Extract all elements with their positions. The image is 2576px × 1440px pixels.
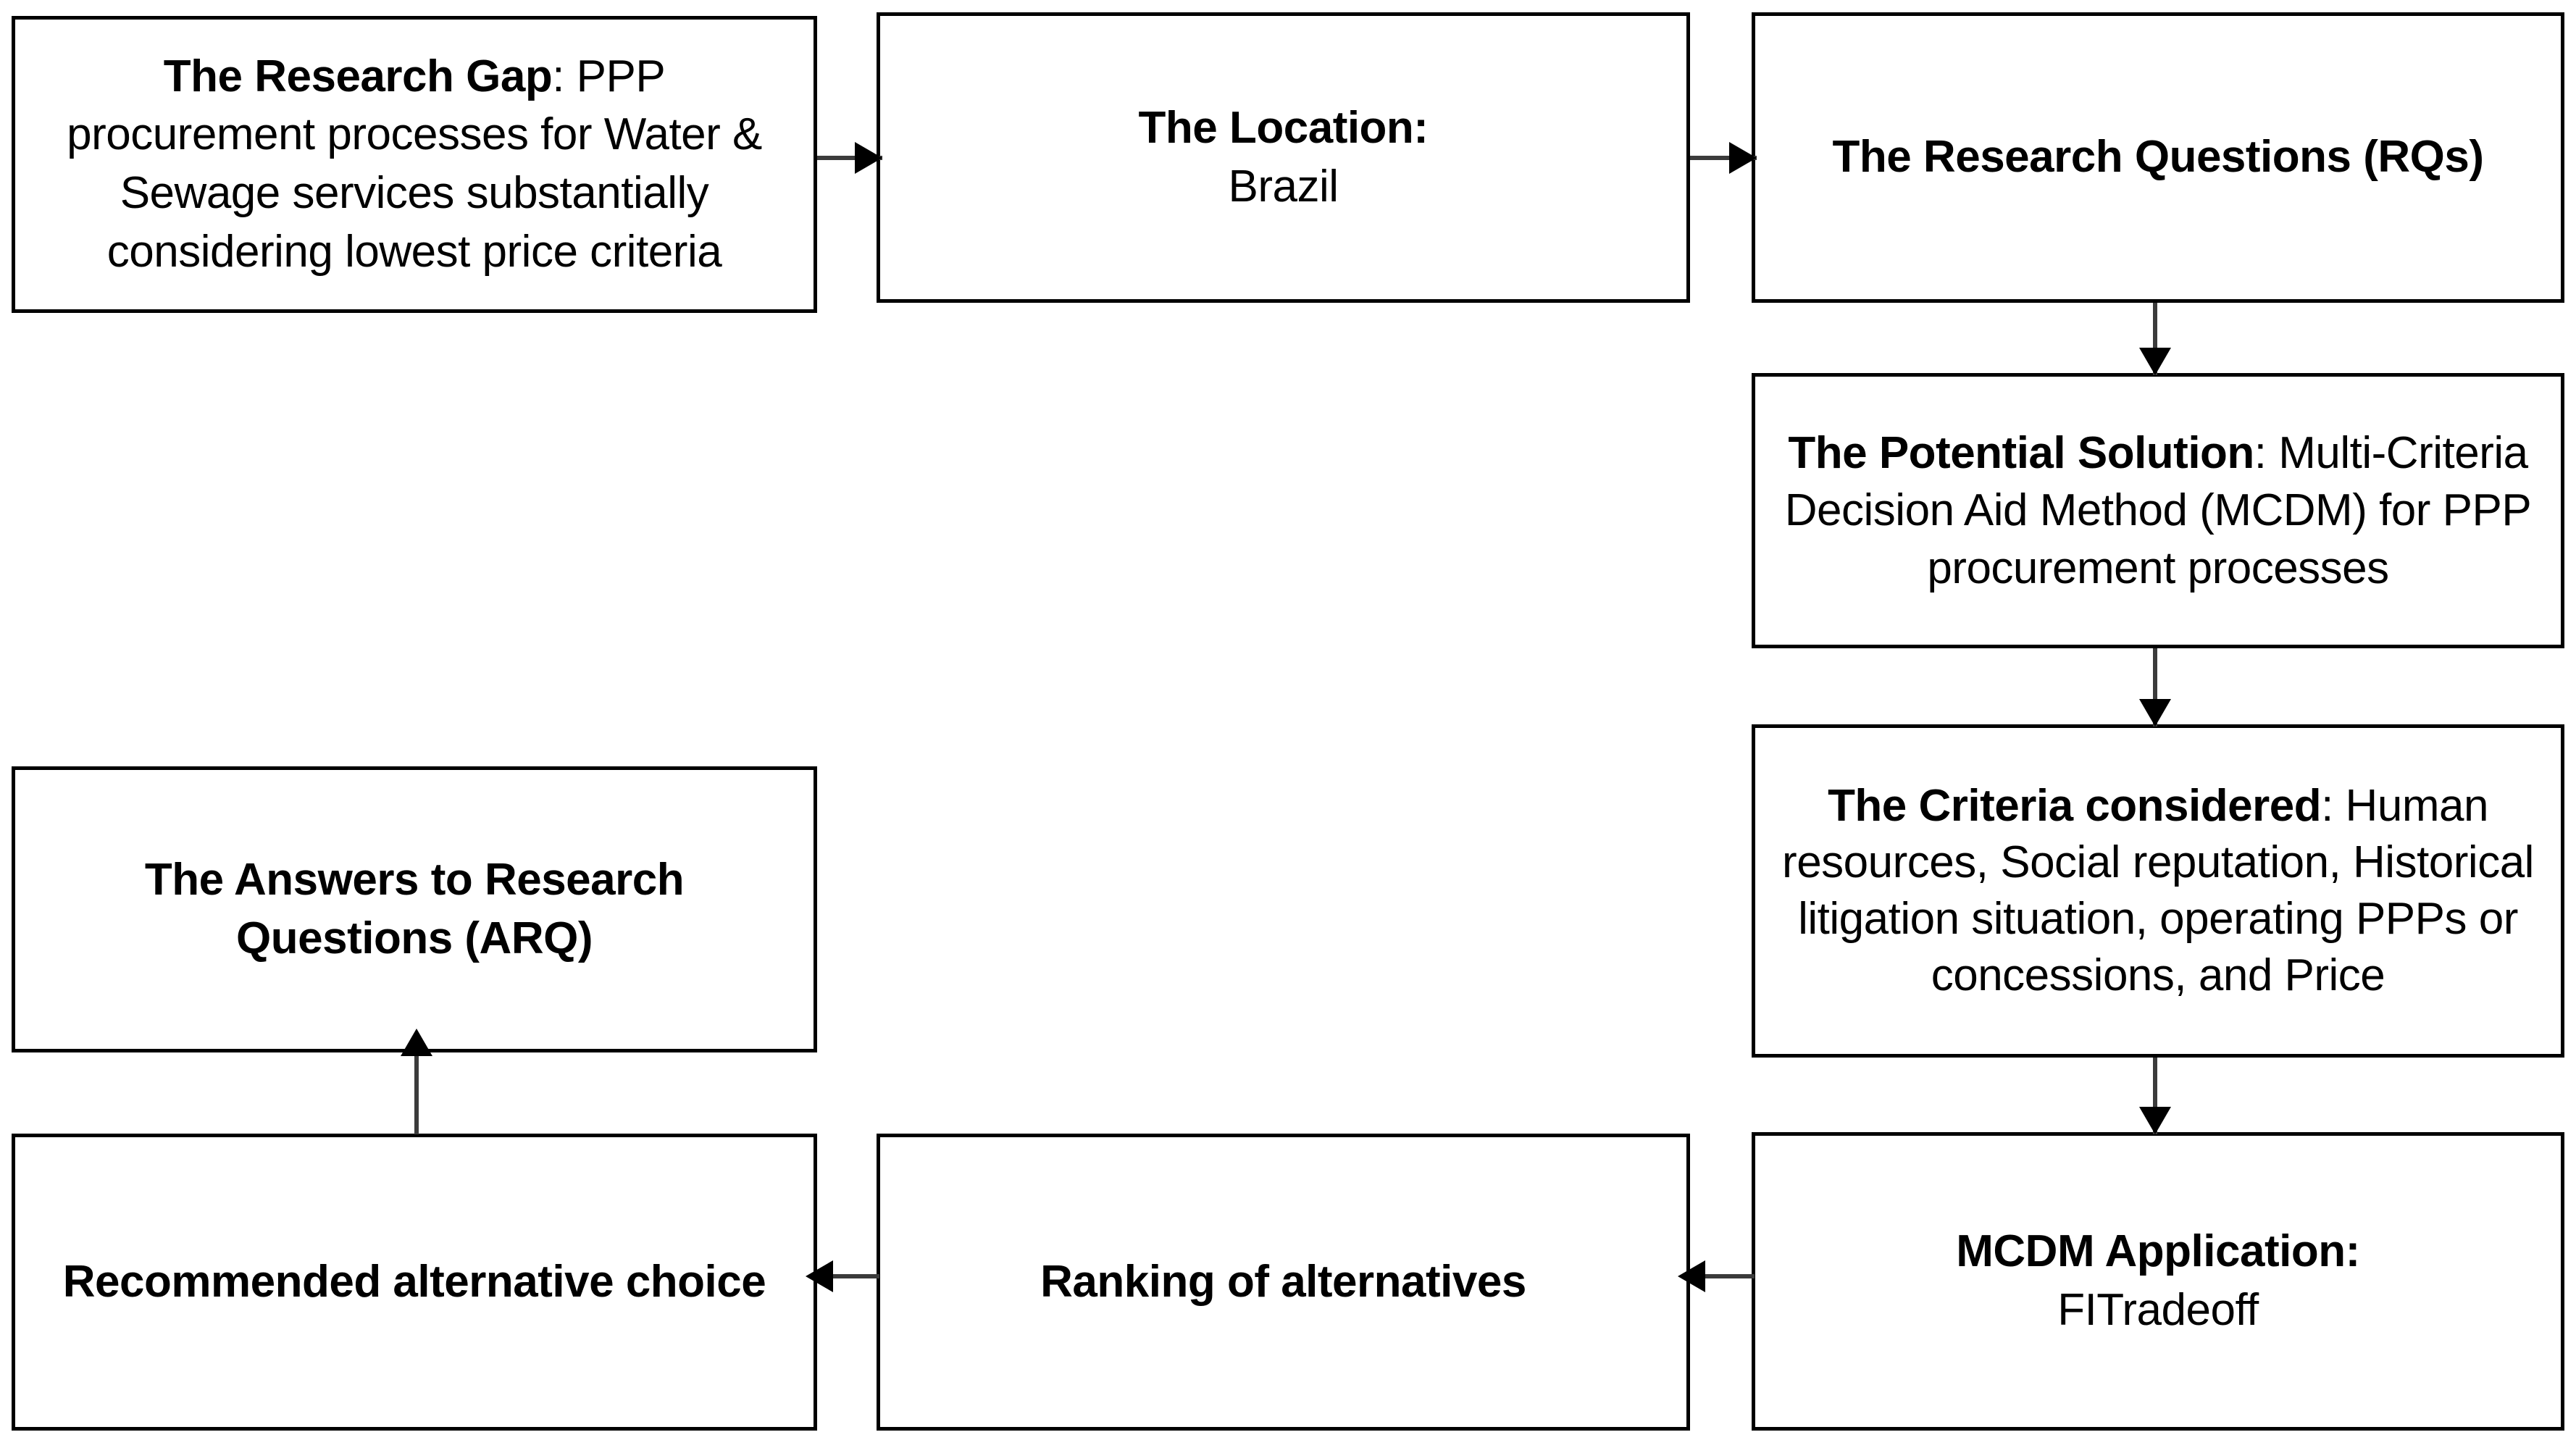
connector-line <box>1690 156 1757 160</box>
connector-research-gap-to-location <box>817 142 882 174</box>
node-research-questions-label: The Research Questions (RQs) <box>1777 128 2539 187</box>
node-mcdm-application-label-rest: FITradeoff <box>2057 1285 2259 1335</box>
connector-line <box>1688 1274 1755 1278</box>
node-ranking-label-bold: Ranking of alternatives <box>1040 1256 1526 1307</box>
arrow-down-icon <box>2139 348 2171 375</box>
arrow-left-icon <box>1678 1260 1705 1292</box>
node-criteria-label-bold: The Criteria considered <box>1828 780 2322 831</box>
connector-line <box>2153 648 2157 727</box>
node-potential-solution: The Potential Solution: Multi-Criteria D… <box>1752 373 2564 648</box>
arrow-right-icon <box>855 142 882 174</box>
node-potential-solution-label-bold: The Potential Solution <box>1788 427 2254 478</box>
connector-line <box>414 1055 419 1134</box>
connector-line <box>2153 303 2157 375</box>
connector-research-questions-to-potential-solution <box>2139 303 2171 375</box>
connector-recommended-to-arq <box>401 1029 432 1134</box>
connector-ranking-to-recommended <box>806 1260 879 1292</box>
arrow-left-icon <box>806 1260 833 1292</box>
arrow-up-icon <box>401 1029 432 1056</box>
connector-line <box>816 1274 879 1278</box>
node-location: The Location: Brazil <box>877 12 1690 303</box>
arrow-down-icon <box>2139 1107 2171 1134</box>
connector-line <box>817 156 882 160</box>
node-location-label: The Location: Brazil <box>902 99 1665 216</box>
node-arq-label: The Answers to Research Questions (ARQ) <box>37 851 792 968</box>
node-research-gap-label: The Research Gap: PPP procurement proces… <box>37 48 792 281</box>
node-research-gap-label-rest: : PPP procurement processes for Water & … <box>67 51 762 277</box>
connector-potential-solution-to-criteria <box>2139 648 2171 727</box>
node-potential-solution-label: The Potential Solution: Multi-Criteria D… <box>1777 424 2539 597</box>
node-potential-solution-label-rest: : Multi-Criteria Decision Aid Method (MC… <box>1784 427 2532 593</box>
node-arq-label-bold: The Answers to Research Questions (ARQ) <box>144 854 685 963</box>
node-criteria-label: The Criteria considered: Human resources… <box>1777 778 2539 1004</box>
node-ranking: Ranking of alternatives <box>877 1134 1690 1431</box>
node-criteria: The Criteria considered: Human resources… <box>1752 724 2564 1058</box>
node-research-gap-label-bold: The Research Gap <box>163 51 553 101</box>
node-location-label-bold: The Location: <box>1138 102 1429 153</box>
node-research-questions: The Research Questions (RQs) <box>1752 12 2564 303</box>
node-location-label-rest: Brazil <box>1228 161 1339 212</box>
arrow-right-icon <box>1729 142 1757 174</box>
node-ranking-label: Ranking of alternatives <box>902 1253 1665 1312</box>
arrow-down-icon <box>2139 699 2171 727</box>
connector-location-to-research-questions <box>1690 142 1757 174</box>
node-recommended-label: Recommended alternative choice <box>37 1253 792 1312</box>
node-mcdm-application: MCDM Application: FITradeoff <box>1752 1132 2564 1431</box>
node-mcdm-application-label-bold: MCDM Application: <box>1956 1226 2360 1277</box>
node-research-gap: The Research Gap: PPP procurement proces… <box>12 16 817 313</box>
node-criteria-label-rest: : Human resources, Social reputation, Hi… <box>1782 780 2534 1001</box>
node-recommended: Recommended alternative choice <box>12 1134 817 1431</box>
node-mcdm-application-label: MCDM Application: FITradeoff <box>1777 1223 2539 1339</box>
node-recommended-label-bold: Recommended alternative choice <box>62 1256 766 1307</box>
connector-mcdm-application-to-ranking <box>1678 1260 1755 1292</box>
node-arq: The Answers to Research Questions (ARQ) <box>12 766 817 1052</box>
connector-criteria-to-mcdm-application <box>2139 1058 2171 1134</box>
node-research-questions-label-bold: The Research Questions (RQs) <box>1832 132 2484 183</box>
connector-line <box>2153 1058 2157 1134</box>
